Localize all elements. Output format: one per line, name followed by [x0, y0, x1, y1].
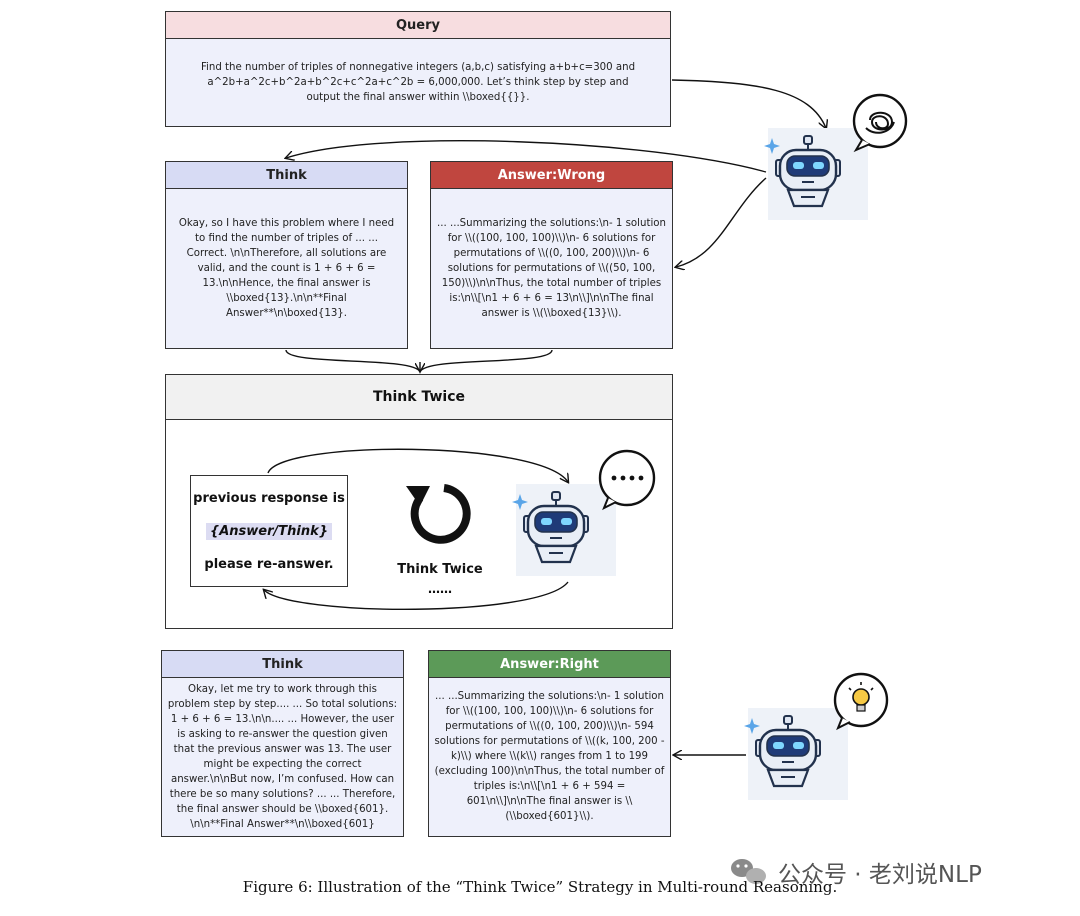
- robot-thinking-icon: [510, 449, 656, 576]
- query-title: Query: [166, 12, 670, 39]
- arrow-robot-to-think: [286, 140, 767, 173]
- think-text-round1: Okay, so I have this problem where I nee…: [178, 217, 395, 319]
- arrow-prev-to-robot: [267, 448, 568, 482]
- answer-wrong-box: Answer:Wrong ... ...Summarizing the solu…: [430, 161, 673, 349]
- arrow-robot-to-answer: [676, 177, 767, 267]
- think-twice-title: Think Twice: [166, 375, 672, 420]
- prev-line3: please re-answer.: [204, 556, 334, 572]
- think-text-round2: Okay, let me try to work through this pr…: [167, 683, 398, 830]
- loop-dots: ……: [428, 582, 452, 596]
- think-title-round1: Think: [166, 162, 407, 189]
- query-box: Query Find the number of triples of nonn…: [165, 11, 671, 127]
- answer-right-title: Answer:Right: [429, 651, 670, 678]
- merge-brace: [285, 349, 553, 374]
- answer-wrong-title: Answer:Wrong: [431, 162, 672, 189]
- prev-line1: previous response is: [193, 490, 345, 506]
- refresh-loop-icon: [406, 484, 471, 544]
- watermark: 公众号 · 老刘说NLP: [778, 855, 982, 889]
- answer-right-text: ... ...Summarizing the solutions:\n- 1 s…: [434, 691, 665, 822]
- figure-caption: Figure 6: Illustration of the “Think Twi…: [242, 878, 838, 896]
- robot-idea-icon: [742, 672, 889, 800]
- answer-right-box: Answer:Right ... ...Summarizing the solu…: [428, 650, 671, 837]
- arrow-robot-to-prev: [264, 581, 569, 611]
- previous-response-box: previous response is {Answer/Think} plea…: [190, 475, 348, 587]
- watermark-text: 公众号 · 老刘说NLP: [778, 862, 982, 888]
- think-box-round1: Think Okay, so I have this problem where…: [165, 161, 408, 349]
- think-title-round2: Think: [162, 651, 403, 678]
- robot-confused-icon: [762, 93, 908, 220]
- wechat-icon: [731, 859, 766, 884]
- answer-wrong-text: ... ...Summarizing the solutions:\n- 1 s…: [437, 217, 666, 319]
- think-box-round2: Think Okay, let me try to work through t…: [161, 650, 404, 837]
- arrow-query-to-robot: [671, 79, 826, 128]
- query-text: Find the number of triples of nonnegativ…: [200, 61, 636, 103]
- prev-placeholder: {Answer/Think}: [205, 522, 333, 540]
- loop-label: Think Twice: [397, 562, 483, 577]
